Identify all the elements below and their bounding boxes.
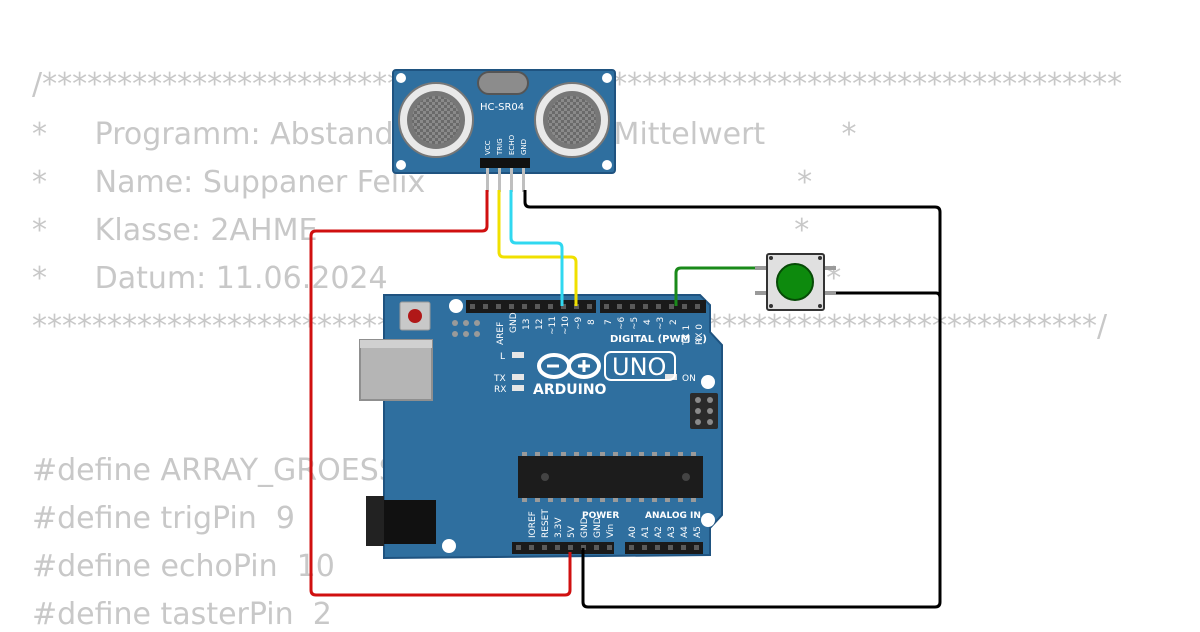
led-l [512, 352, 524, 358]
pin-label-10: ~10 [561, 316, 571, 335]
sensor-pin-label-trig: TRIG [496, 138, 504, 156]
usb-connector [359, 339, 433, 401]
pin-label-2: 2 [669, 319, 679, 325]
sensor-pin-header [480, 158, 530, 168]
ultrasonic-transducer [398, 82, 474, 158]
sensor-pin-label-gnd: GND [520, 139, 528, 155]
pin-label-3v3: 3.3V [554, 517, 564, 538]
pin-label-a3: A3 [667, 526, 677, 538]
led-l-label: L [500, 352, 505, 362]
wire-vcc-5v [309, 190, 572, 597]
code-line: * Name: Suppaner Felix * [32, 165, 813, 200]
wire-echo-pin10 [509, 190, 564, 306]
hc-sr04-sensor[interactable]: HC-SR04 VCC TRIG ECHO GND [392, 69, 616, 192]
mounting-hole [442, 539, 456, 553]
pin-label-12: 12 [535, 319, 545, 330]
power-header-label: POWER [582, 511, 619, 521]
pin-label-a1: A1 [641, 526, 651, 538]
pin-label-5v: 5V [567, 525, 577, 538]
pin-label-11: ~11 [548, 316, 558, 335]
pin-label-aref: AREF [496, 322, 506, 345]
wire-button-pin2 [674, 266, 755, 306]
ultrasonic-transducer [534, 82, 610, 158]
pin-label-a4: A4 [680, 526, 690, 538]
arduino-uno-board[interactable]: AREF GND 13 12 ~11 ~10 ~9 8 7 ~6 ~5 4 ~3… [359, 294, 723, 560]
led-on [665, 374, 677, 380]
code-line: #define ARRAY_GROESSE [32, 453, 417, 488]
arduino-logo-icon [537, 353, 601, 379]
led-tx-label: TX [493, 374, 506, 384]
led-tx [512, 374, 524, 380]
uno-badge [604, 351, 676, 381]
wire-gnd [523, 190, 942, 609]
arduino-brand: ARDUINO [533, 382, 607, 398]
code-line: #define tasterPin 2 [32, 597, 332, 632]
pin-label-a5: A5 [693, 526, 703, 538]
pin-label-reset: RESET [541, 509, 551, 538]
push-button-cap [776, 263, 814, 301]
led-on-label: ON [682, 374, 696, 384]
pin-label-7: 7 [604, 319, 614, 325]
pin-label-6: ~6 [617, 316, 627, 330]
sensor-pin-label-vcc: VCC [484, 140, 492, 155]
pin-label-4: 4 [643, 319, 653, 325]
pin-label-a2: A2 [654, 526, 664, 538]
led-rx-label: RX [494, 385, 506, 395]
code-line: #define trigPin 9 [32, 501, 295, 536]
pin-label-ioref: IOREF [528, 511, 538, 538]
pin-label-9: ~9 [574, 316, 584, 330]
sensor-pin-label-echo: ECHO [508, 134, 516, 155]
digital-header-label: DIGITAL (PWM ~) [610, 334, 707, 345]
code-line: * Datum: 11.06.2024 * [32, 261, 842, 296]
digital-header [600, 300, 706, 313]
analog-header [625, 542, 703, 554]
pin-label-gnd: GND [580, 517, 590, 538]
push-button[interactable] [755, 253, 836, 311]
mounting-hole [701, 513, 715, 527]
pin-label-3: ~3 [656, 317, 666, 330]
pin-label-vin: Vin [606, 524, 616, 538]
pin-label-tx: TX 1 [682, 325, 692, 346]
pin-label-gnd: GND [509, 312, 519, 333]
led-rx [512, 385, 524, 391]
sensor-model-label: HC-SR04 [480, 102, 524, 113]
wire-trig-pin9 [497, 190, 578, 306]
pin-label-13: 13 [522, 319, 532, 330]
uno-label: UNO [612, 353, 666, 381]
code-line: #define echoPin 10 [32, 549, 335, 584]
icsp-header-right [690, 393, 718, 429]
pin-label-rx: RX 0 [695, 324, 705, 345]
mounting-hole [449, 299, 463, 313]
power-header [512, 542, 614, 554]
pin-label-a0: A0 [628, 526, 638, 538]
pin-label-gnd: GND [593, 517, 603, 538]
reset-button-cap [408, 309, 422, 323]
code-line: * Klasse: 2AHME * [32, 213, 810, 248]
mounting-hole [701, 375, 715, 389]
crystal-oscillator [477, 71, 529, 95]
pin-label-5: ~5 [630, 317, 640, 330]
icsp-header [452, 320, 480, 337]
wire-button-gnd [836, 291, 942, 340]
pin-label-8: 8 [587, 319, 597, 325]
analog-header-label: ANALOG IN [645, 511, 701, 521]
